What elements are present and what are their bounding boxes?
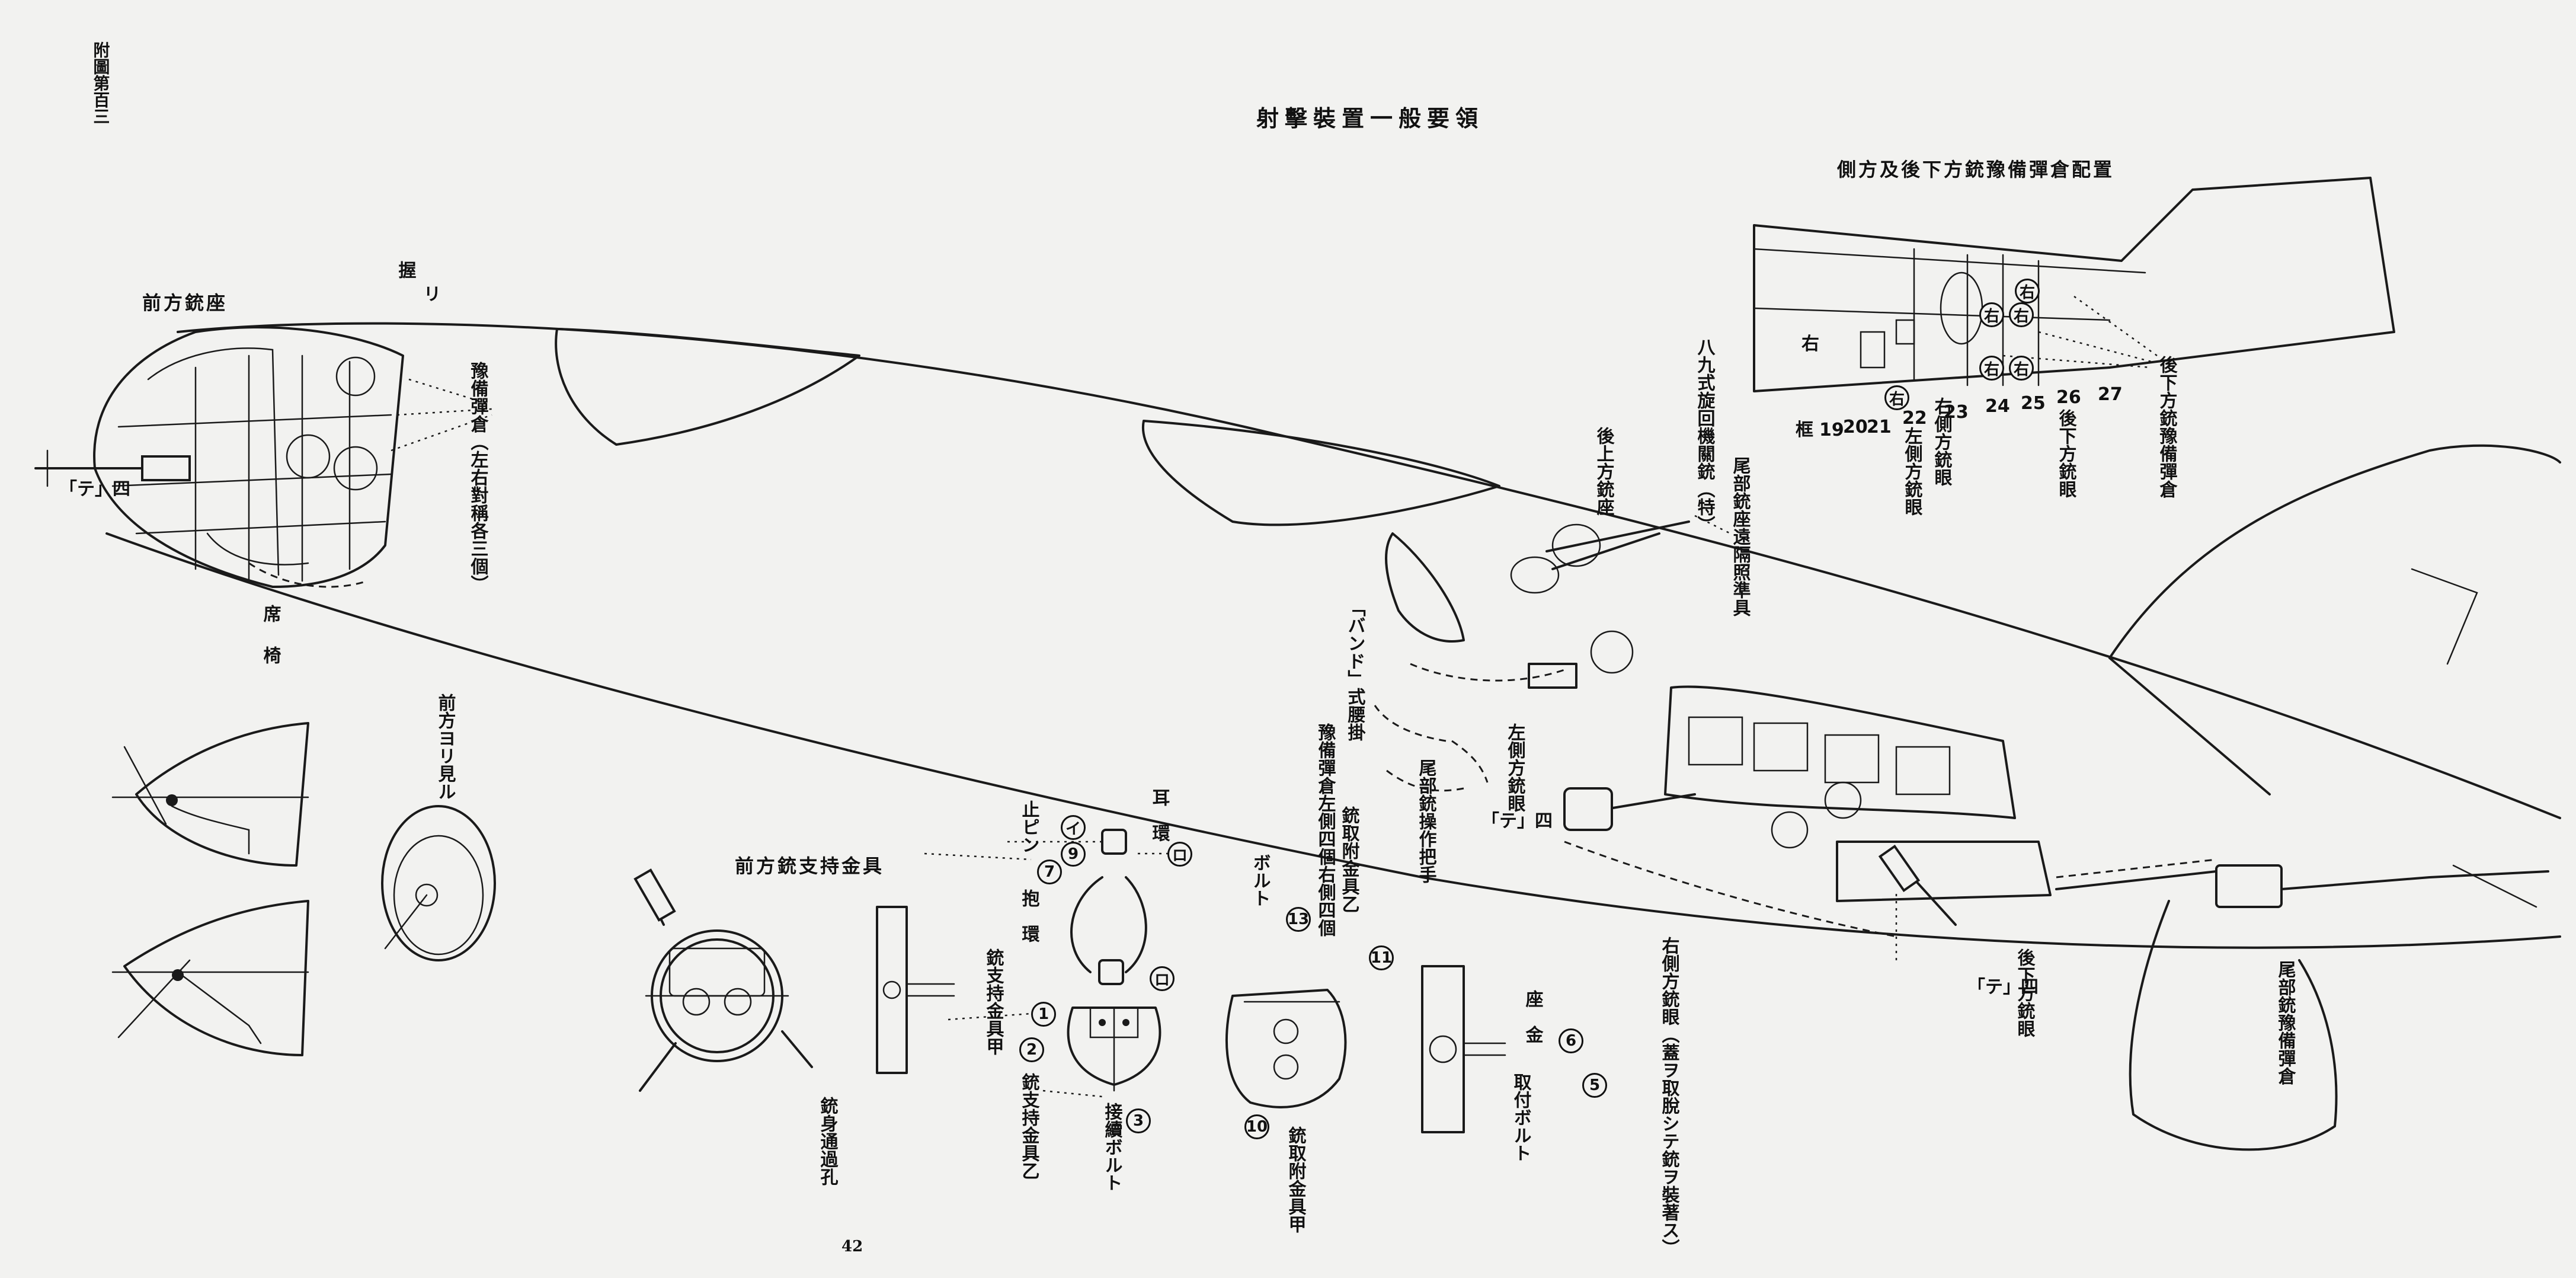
callout-2: 2 [1019,1037,1044,1062]
band-belt: 「バンド」式腰掛 [1344,599,1365,741]
callout-3: 3 [1126,1108,1151,1133]
right-side-gun-eye-note: 右側方銃眼（蓋ヲ取脫シテ銃ヲ裝著ス） [1658,937,1679,1257]
bracket-ring-sub: 環 [1148,824,1170,842]
bracket-title: 前方銃支持金具 [735,855,885,877]
bracket-mount-bolt: 取付ボルト [1510,1073,1531,1162]
bracket-seat: 座 [1522,990,1543,1008]
tail-gun-sight: 尾部銃座遠隔照準具 [1729,456,1751,616]
ammo-inset-frame-27: 27 [2098,384,2123,405]
bracket-mount-a: 銃取附金具甲 [1285,1126,1306,1233]
rear-turret [1374,520,1690,792]
bracket-seat-sub: 金 [1522,1025,1543,1043]
rear-upper-gun-seat: 後上方銃座 [1593,427,1614,516]
type89-mg: 八九式旋回機關銃（特） [1694,338,1715,533]
bracket-support-a: 銃支持金具甲 [983,948,1004,1055]
ammo-inset-frame-20: 20 [1843,417,1868,437]
ammo-inset-frame-25: 25 [2021,393,2046,414]
plate-number: 附圖第百三 [91,41,111,124]
front-gun-seat-sub: 椅 [260,646,281,664]
bracket-ring: 耳 [1148,788,1170,806]
ammo-left-right: 豫備彈倉左側四個右側四個 [1314,723,1336,937]
left-side-gun-eye: 左側方銃眼 [1504,723,1525,812]
tail-ammo: 尾部銃豫備彈倉 [2274,960,2296,1085]
ammo-inset-mark-1: 右 [2015,279,2040,303]
callout-ro: ロ [1167,842,1192,867]
callout-1: 1 [1031,1002,1056,1027]
front-gun-seat-label: 席 [260,605,281,622]
ammo-inset-frame-26: 26 [2056,387,2081,408]
callout-6: 6 [1559,1028,1583,1053]
ammo-inset-right-mark: 右 [1801,334,1819,354]
ammo-inset [1753,177,2395,392]
ammo-inset-mark-2: 右 [1979,302,2004,327]
callout-5: 5 [1582,1073,1607,1098]
callout-9: 9 [1061,842,1086,867]
ammo-inset-label: 後下方銃豫備彈倉 [2156,356,2177,498]
callout-7: 7 [1037,860,1062,884]
callout-ro-2: ロ [1150,966,1175,991]
page-mark: 42 [841,1238,863,1255]
tail-gun-handle: 尾部銃操作把手 [1415,759,1436,883]
ammo-inset-frame-21: 21 [1867,417,1892,437]
front-view-label: 前方ヨリ見ル [434,694,456,800]
bracket-assembly [633,868,955,1092]
callout-i: イ [1061,815,1086,840]
ammo-inset-mark-5: 右 [2009,356,2034,381]
gun-mount-frames [1225,965,1506,1133]
front-gun-handle-sub: リ [420,285,441,302]
ammo-inset-mark-4: 右 [1979,356,2004,381]
bracket-hold-ring: 抱 環 [1018,889,1039,942]
front-gun-magazine-label: 豫備彈倉（左右對稱各三個） [467,362,488,593]
nose-cockpit [34,326,404,588]
clamp-parts [1007,829,1185,1092]
ammo-inset-frame-24: 24 [1985,396,2010,417]
callout-13: 13 [1286,907,1311,932]
ammo-inset-frame-22: 22 [1902,408,1927,429]
rear-lower-gun-eye: 後下方銃眼 [2055,409,2076,498]
rear-cabin [1563,685,2549,938]
bracket-mount-b: 銃取附金具乙 [1338,806,1359,913]
callout-11: 11 [1369,945,1394,970]
bracket-stop-pin: 止ピン [1018,800,1039,854]
ammo-inset-frame-23: 23 [1944,402,1969,423]
front-gun-title: 前方銃座 [142,292,228,314]
bracket-barrel-hole: 銃身通過孔 [817,1097,838,1186]
te4-right: 「テ」四 [1967,977,2039,998]
bracket-bolt-c: ボルト [1249,854,1271,907]
fuselage [105,322,2561,1151]
left-side-gun-eye-2: 左側方銃眼 [1901,427,1922,516]
front-gun-handle: 握 [395,261,416,279]
callout-10: 10 [1244,1114,1269,1139]
ammo-inset-title: 側方及後下方銃豫備彈倉配置 [1837,158,2115,181]
right-side-gun-eye: 右側方銃眼 [1931,397,1952,486]
front-gun-label: 「テ」四 [59,479,130,500]
bracket-bolt-b: 接續ボルト [1101,1103,1122,1191]
leader-lines [391,378,1897,1098]
front-view-panels [111,722,496,1056]
ammo-inset-frame-prefix: 框 [1796,420,1813,440]
bracket-support-b: 銃支持金具乙 [1018,1073,1039,1180]
sheet-title: 射擊裝置一般要領 [1256,105,1484,132]
ammo-inset-mark-3: 右 [2009,302,2034,327]
te4-left: 「テ」四 [1481,811,1553,832]
ammo-inset-mark-6: 右 [1884,385,1909,410]
rear-lower-gun-eye-2: 後下方銃眼 [2014,948,2035,1037]
ammo-inset-frame-19: 19 [1819,420,1844,440]
